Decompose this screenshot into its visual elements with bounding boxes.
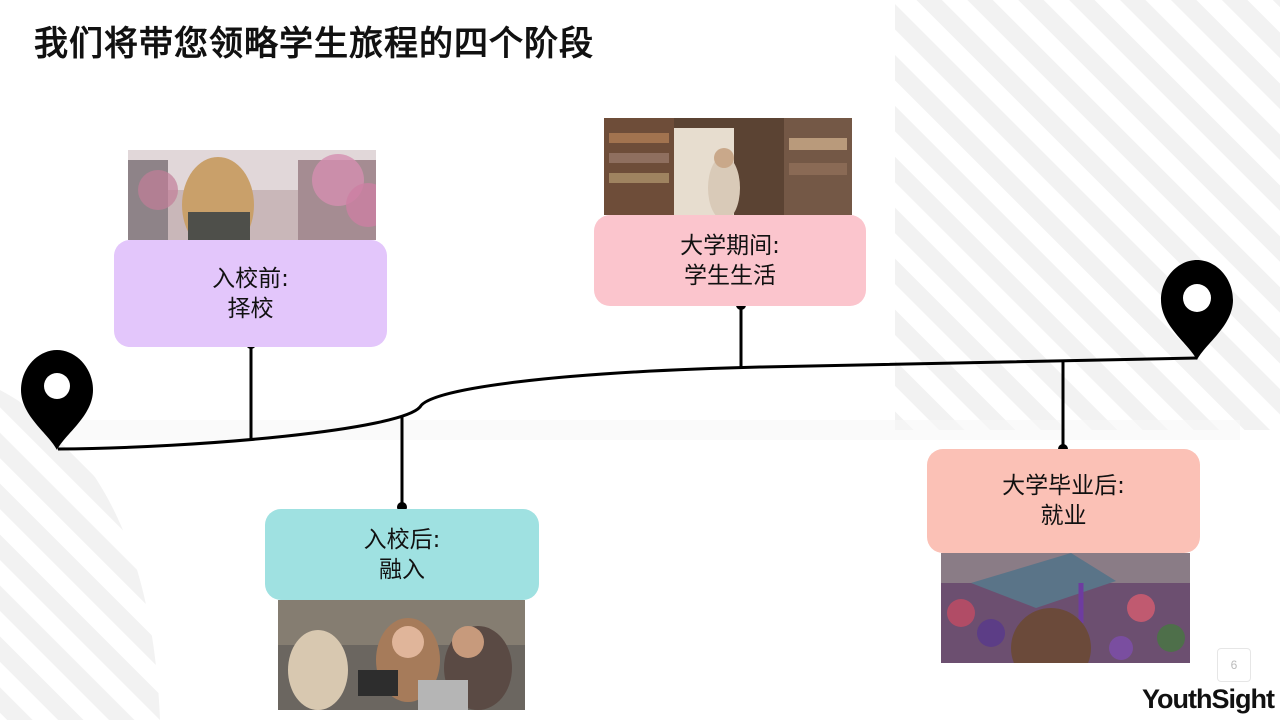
stage-card-after-school: 入校后: 融入 [265,509,539,600]
connector-after-graduation [1058,360,1068,454]
timeline-path [57,356,1198,451]
stage-subtitle: 择校 [227,295,274,322]
stage-subtitle: 就业 [1040,503,1087,529]
stage-title: 大学毕业后: [1002,473,1125,499]
stage-subtitle: 学生生活 [684,262,776,289]
connector-before-school [246,339,256,440]
map-pin-icon [1161,260,1233,360]
stage-title: 大学期间: [680,232,780,259]
stage-card-after-graduation: 大学毕业后: 就业 [927,449,1200,553]
connector-after-school [397,416,407,512]
map-pin-icon [21,350,93,450]
stage-subtitle: 融入 [379,556,425,583]
youthsight-logo: YouthSight [1142,684,1275,714]
stage-title: 入校后: [363,526,441,553]
student-in-library-photo [604,118,852,215]
page-number: 6 [1217,648,1251,682]
students-laughing-laptops-photo [278,600,525,710]
stage-card-during-university: 大学期间: 学生生活 [594,215,866,306]
student-walking-cherry-blossom-photo [128,150,376,240]
stage-title: 入校前: [212,265,289,292]
connector-during-university [736,300,746,368]
graduation-cap-photo [941,553,1190,663]
stage-card-before-school: 入校前: 择校 [114,240,387,347]
slide-title: 我们将带您领略学生旅程的四个阶段 [34,24,594,64]
